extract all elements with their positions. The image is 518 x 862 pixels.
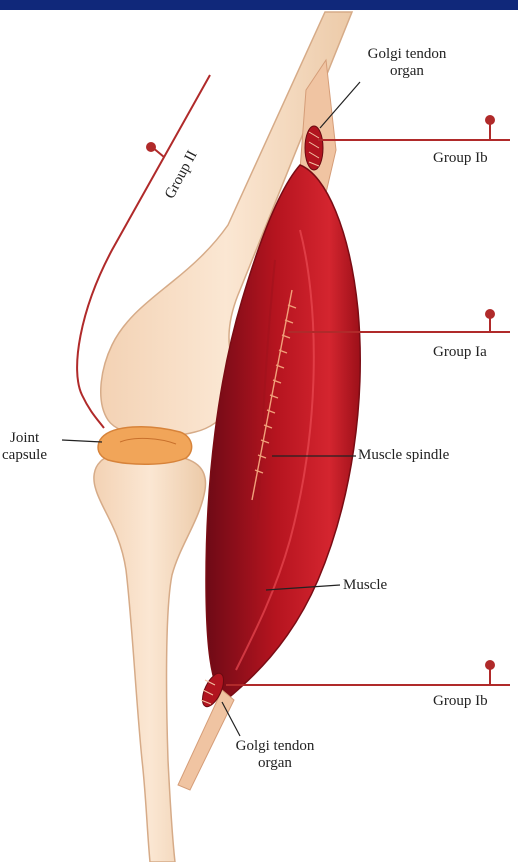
muscle-spindle-label: Muscle spindle	[358, 447, 449, 464]
golgi-bottom-line2: organ	[220, 755, 330, 772]
group-ib-bottom-label: Group Ib	[433, 693, 488, 710]
joint-capsule-line2: capsule	[2, 447, 47, 464]
tibia-bone	[94, 453, 206, 862]
golgi-top-line2: organ	[352, 63, 462, 80]
joint-capsule-line1: Joint	[2, 430, 47, 447]
golgi-bottom-line1: Golgi tendon	[220, 738, 330, 755]
joint-capsule-label: Joint capsule	[2, 430, 47, 464]
group-ia-label: Group Ia	[433, 344, 487, 361]
muscle-label: Muscle	[343, 577, 387, 594]
group-ib-top-label: Group Ib	[433, 150, 488, 167]
golgi-top-line1: Golgi tendon	[352, 46, 462, 63]
golgi-tendon-organ-bottom-label: Golgi tendon organ	[220, 738, 330, 772]
joint-capsule	[98, 427, 192, 465]
golgi-tendon-organ-top-label: Golgi tendon organ	[352, 46, 462, 80]
golgi-organ-top	[305, 126, 323, 170]
